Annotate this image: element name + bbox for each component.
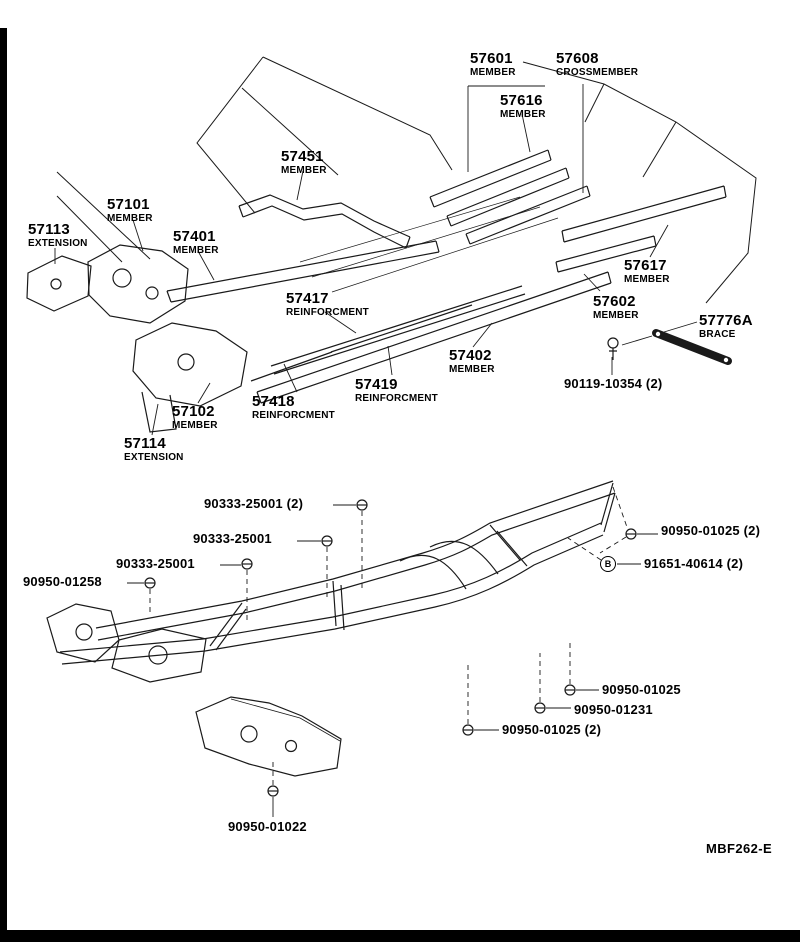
part-desc: CROSSMEMBER — [556, 67, 639, 78]
part-label-90950-01025-mid: 90950-01025 (2) — [502, 722, 602, 737]
page-edge-bottom — [0, 930, 800, 942]
part-label-57113: 57113 EXTENSION — [28, 221, 88, 249]
fastener-clips — [144, 499, 637, 797]
part-number: 57401 — [173, 228, 216, 245]
dashed-guides — [149, 486, 629, 785]
part-label-90950-01025-right: 90950-01025 (2) — [661, 523, 761, 538]
part-desc: BRACE — [699, 329, 736, 340]
reinforcement-57418-drawing — [250, 351, 333, 382]
member-57402-drawing — [256, 271, 612, 404]
part-desc: MEMBER — [173, 245, 219, 256]
brace-57776A-drawing — [652, 329, 732, 365]
body-outline — [56, 56, 757, 304]
part-label-57402: 57402 MEMBER — [449, 347, 495, 375]
part-label-90333-25001-b: 90333-25001 — [193, 531, 272, 546]
part-number: 57113 — [28, 221, 70, 238]
part-label-90950-01231: 90950-01231 — [574, 702, 653, 717]
member-57601-drawing — [446, 167, 570, 227]
reinforcement-57419-drawing — [330, 304, 473, 353]
member-57617-drawing — [561, 185, 727, 243]
part-number: 57451 — [281, 148, 324, 165]
part-desc: MEMBER — [593, 310, 639, 321]
part-number: 57101 — [107, 196, 150, 213]
part-label-90333-25001-a: 90333-25001 (2) — [204, 496, 304, 511]
member-57401-drawing — [166, 240, 440, 303]
part-number: 57602 — [593, 293, 636, 310]
part-label-57419: 57419 REINFORCMENT — [355, 376, 438, 404]
clip-90950-01231 — [534, 702, 546, 714]
clip-90950-01025-right — [625, 528, 637, 540]
part-number: 57418 — [252, 393, 295, 410]
part-desc: EXTENSION — [28, 238, 88, 249]
part-desc: REINFORCMENT — [252, 410, 335, 421]
bolt-90119-drawing — [607, 337, 619, 360]
part-desc: MEMBER — [500, 109, 546, 120]
crossmember-57608-drawing — [465, 185, 591, 245]
part-label-90333-25001-c: 90333-25001 — [116, 556, 195, 571]
part-number: 57608 — [556, 50, 599, 67]
clip-90950-01022 — [267, 785, 279, 797]
part-label-91651-40614: 91651-40614 (2) — [644, 556, 744, 571]
clip-90950-01025-mid — [462, 724, 474, 736]
part-label-57617: 57617 MEMBER — [624, 257, 670, 285]
floor-members — [26, 149, 727, 433]
part-label-57601: 57601 MEMBER — [470, 50, 516, 78]
front-crossmember-drawing — [46, 603, 207, 683]
reinforcement-57417-drawing — [270, 285, 526, 375]
page-edge-left — [0, 28, 7, 942]
clip-90333-c — [241, 558, 253, 570]
part-label-57776A: 57776A BRACE — [699, 312, 753, 340]
part-number: 57114 — [124, 435, 166, 452]
member-57602-drawing — [555, 235, 657, 273]
part-number: 57617 — [624, 257, 667, 274]
member-57616-drawing — [429, 149, 552, 208]
clip-90333-b — [321, 535, 333, 547]
part-number: 57776A — [699, 312, 753, 329]
part-label-57417: 57417 REINFORCMENT — [286, 290, 369, 318]
member-57101-drawing — [87, 244, 189, 324]
lower-front-member-drawing — [195, 696, 342, 777]
part-label-57114: 57114 EXTENSION — [124, 435, 184, 463]
part-label-57608: 57608 CROSSMEMBER — [556, 50, 638, 78]
clip-90950-01258 — [144, 577, 156, 589]
part-desc: MEMBER — [449, 364, 495, 375]
extension-57113-drawing — [26, 255, 92, 312]
part-label-57102: 57102 MEMBER — [172, 403, 218, 431]
part-number: 57102 — [172, 403, 215, 420]
frame-rails — [46, 480, 616, 777]
leader-lines-top — [54, 84, 698, 436]
part-label-90950-01025-lower: 90950-01025 — [602, 682, 681, 697]
part-label-57602: 57602 MEMBER — [593, 293, 639, 321]
part-label-57616: 57616 MEMBER — [500, 92, 546, 120]
part-label-57418: 57418 REINFORCMENT — [252, 393, 335, 421]
member-57102-drawing — [132, 322, 248, 407]
part-desc: MEMBER — [470, 67, 516, 78]
part-desc: REINFORCMENT — [286, 307, 369, 318]
clip-90950-01025-lower — [564, 684, 576, 696]
part-desc: MEMBER — [172, 420, 218, 431]
part-desc: MEMBER — [107, 213, 153, 224]
part-label-57101: 57101 MEMBER — [107, 196, 153, 224]
figure-code: MBF262-E — [706, 841, 773, 856]
part-number: 57419 — [355, 376, 398, 393]
part-desc: MEMBER — [281, 165, 327, 176]
part-label-57401: 57401 MEMBER — [173, 228, 219, 256]
fastener-b-marker: B — [600, 556, 616, 572]
part-label-90950-01258: 90950-01258 — [23, 574, 102, 589]
part-label-90950-01022: 90950-01022 — [228, 819, 307, 834]
member-57451-drawing — [238, 194, 411, 249]
part-desc: REINFORCMENT — [355, 393, 438, 404]
leader-lines-bottom — [127, 504, 658, 817]
part-label-90119-10354: 90119-10354 (2) — [564, 376, 663, 391]
part-number: 57417 — [286, 290, 329, 307]
part-number: 57402 — [449, 347, 492, 364]
part-desc: EXTENSION — [124, 452, 184, 463]
part-desc: MEMBER — [624, 274, 670, 285]
part-label-57451: 57451 MEMBER — [281, 148, 327, 176]
extension-57114-drawing — [141, 391, 177, 433]
part-number: 57601 — [470, 50, 513, 67]
part-number: 57616 — [500, 92, 543, 109]
clip-90333-a — [356, 499, 368, 511]
